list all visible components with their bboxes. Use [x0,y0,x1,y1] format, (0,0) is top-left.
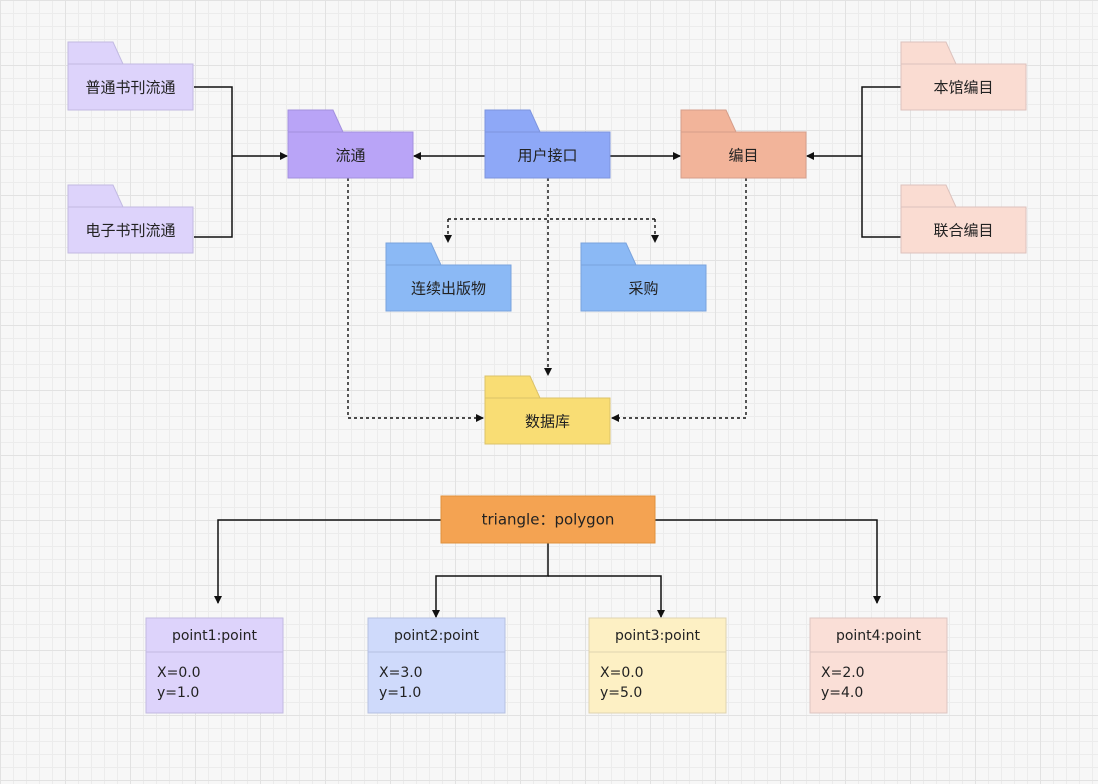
point-box [588,617,727,714]
package-ebook-circulation[interactable]: 电子书刊流通 [67,184,194,254]
triangle-polygon-node[interactable]: triangle：polygon [440,495,656,544]
point-box [809,617,948,714]
package-label: 普通书刊流通 [85,79,175,97]
circulation-merge-line [194,86,233,238]
point-x-value: X=0.0 [157,665,201,681]
connectors [194,86,901,618]
triangle-polygon-label: triangle：polygon [482,511,615,529]
package-local-cataloging[interactable]: 本馆编目 [900,41,1027,111]
package-label: 联合编目 [933,222,993,240]
package-tab [287,109,344,133]
package-body [385,264,512,312]
arrow-to-point3 [548,575,665,618]
point-title: point1:point [172,628,258,644]
point-box [145,617,284,714]
package-body [484,397,611,445]
point-x-value: X=2.0 [821,665,865,681]
package-body [680,131,807,179]
package-cataloging[interactable]: 编目 [680,109,807,179]
package-label: 用户接口 [517,147,577,165]
arrow-to-point2 [432,543,549,618]
cataloging-merge-line [861,86,901,238]
package-tab [484,109,541,133]
package-label: 数据库 [525,413,570,431]
package-label: 连续出版物 [411,280,486,298]
point-title: point3:point [615,628,701,644]
package-tab [67,184,124,208]
point-x-value: X=0.0 [600,665,644,681]
package-database[interactable]: 数据库 [484,375,611,445]
package-tab [385,242,442,266]
point-y-value: y=1.0 [379,685,421,701]
point-title: point2:point [394,628,480,644]
package-union-cataloging[interactable]: 联合编目 [900,184,1027,254]
package-normal-circulation[interactable]: 普通书刊流通 [67,41,194,111]
point-box [367,617,506,714]
point-title: point4:point [836,628,922,644]
package-tab [680,109,737,133]
package-body [900,206,1027,254]
package-body [484,131,611,179]
arrow-to-point4 [655,519,881,604]
point-x-value: X=3.0 [379,665,423,681]
package-circulation[interactable]: 流通 [287,109,414,179]
package-label: 流通 [335,147,365,165]
package-label: 采购 [628,280,658,298]
package-body [580,264,707,312]
package-user-interface[interactable]: 用户接口 [484,109,611,179]
package-body [900,63,1027,111]
package-tab [484,375,541,399]
package-body [287,131,414,179]
package-acquisition[interactable]: 采购 [580,242,707,312]
package-tab [900,184,957,208]
package-label: 编目 [728,147,758,165]
package-tab [900,41,957,65]
package-tab [67,41,124,65]
package-label: 电子书刊流通 [85,222,175,240]
dashed-cataloging-to-database [611,178,747,422]
package-tab [580,242,637,266]
package-body [67,206,194,254]
package-label: 本馆编目 [933,79,993,97]
package-serials[interactable]: 连续出版物 [385,242,512,312]
point-y-value: y=1.0 [157,685,199,701]
point-y-value: y=5.0 [600,685,642,701]
arrow-to-point1 [214,519,441,604]
dashed-circulation-to-database [347,178,484,422]
package-body [67,63,194,111]
point-y-value: y=4.0 [821,685,863,701]
